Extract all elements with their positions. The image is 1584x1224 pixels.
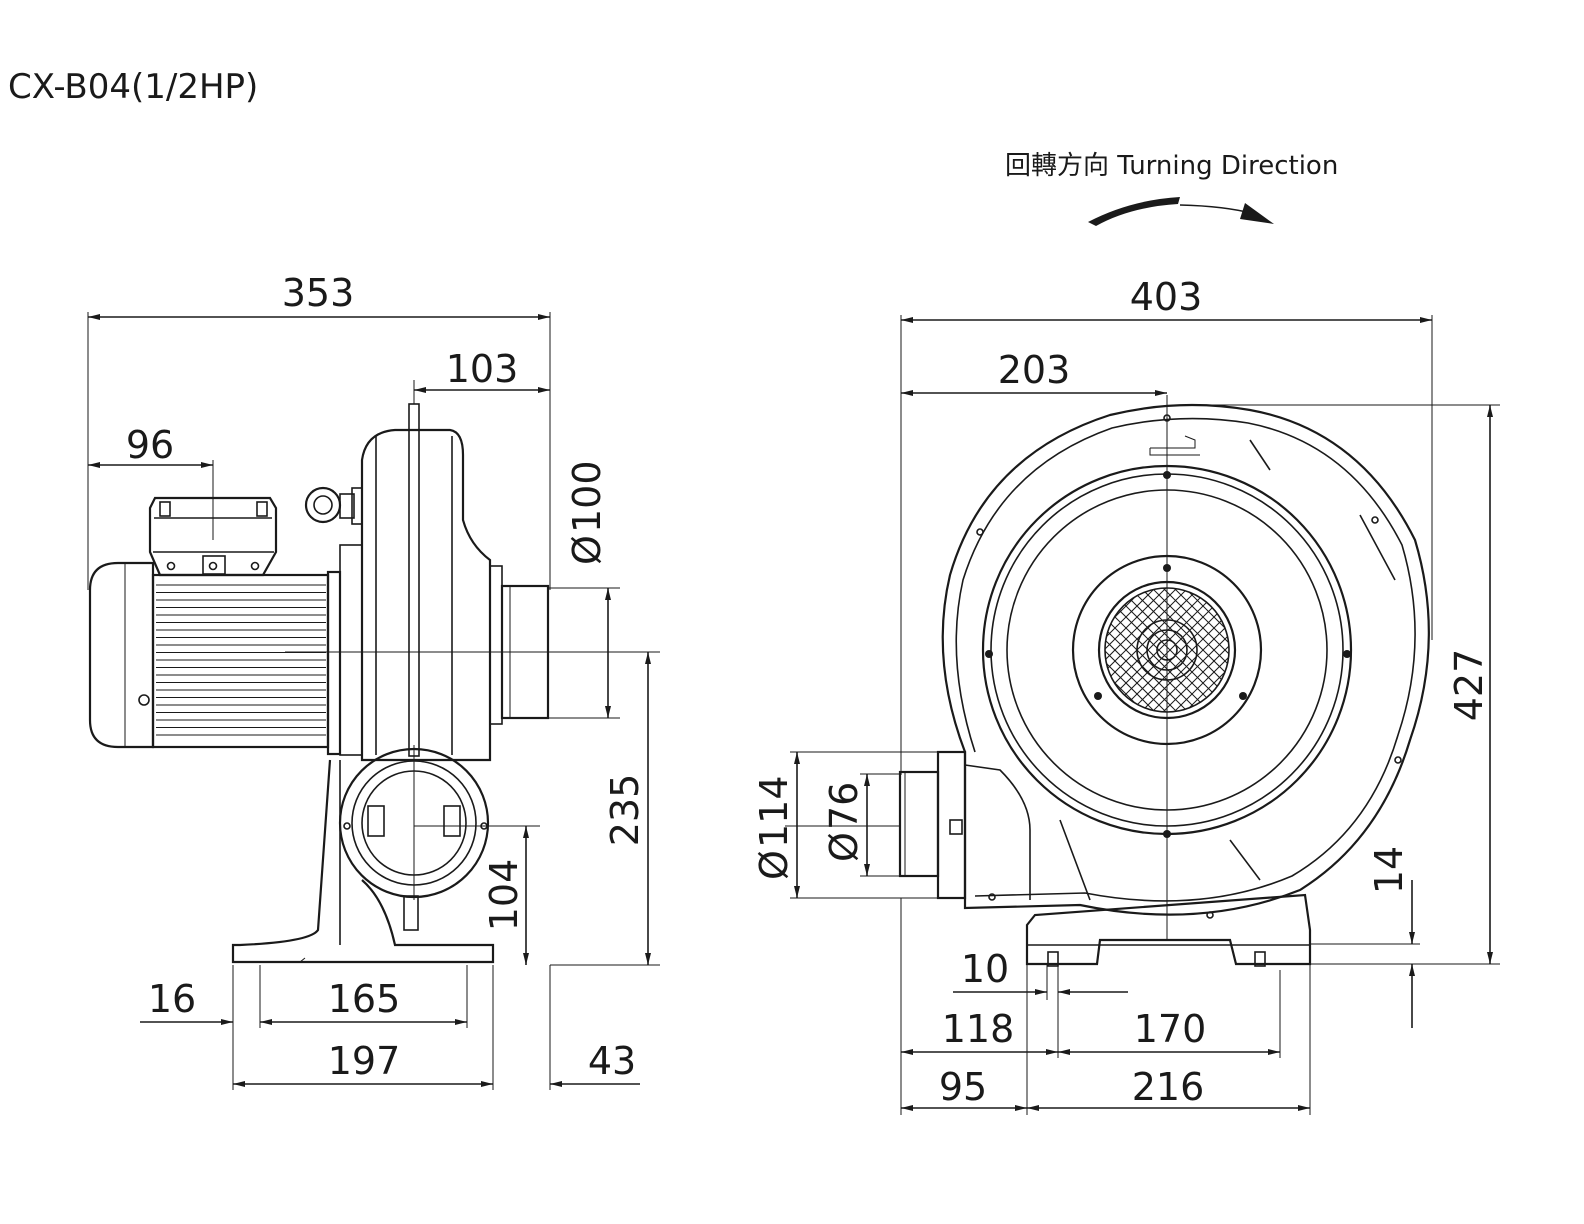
dim-half-width: 203 bbox=[998, 348, 1071, 392]
dim-base-width: 197 bbox=[328, 1039, 401, 1083]
dim-outlet-diameter-symbol: Ø bbox=[565, 535, 609, 565]
dim-side-offset: 118 bbox=[942, 1007, 1015, 1051]
dim-foot-height: 14 bbox=[1367, 846, 1411, 894]
front-view bbox=[785, 395, 1430, 967]
dim-motor-box-offset: 96 bbox=[126, 423, 174, 467]
rotation-arrow-icon bbox=[1088, 197, 1274, 226]
dim-inlet-diameter-symbol: Ø bbox=[822, 832, 866, 862]
side-view-dimensions: 353 103 96 Ø 100 235 104 bbox=[87, 271, 660, 1090]
dim-inlet-diameter: 76 bbox=[822, 782, 866, 830]
dim-base-length: 216 bbox=[1132, 1065, 1205, 1109]
dim-base-edge: 16 bbox=[148, 977, 196, 1021]
dim-mount-spacing: 165 bbox=[328, 977, 401, 1021]
dim-outlet-offset: 103 bbox=[446, 347, 519, 391]
dim-outlet-diameter: 100 bbox=[565, 460, 609, 533]
rotation-label: 回轉方向 Turning Direction bbox=[1005, 151, 1338, 181]
dim-overall-height: 427 bbox=[1447, 649, 1491, 722]
side-view bbox=[88, 403, 660, 964]
dim-overall-width: 403 bbox=[1130, 275, 1203, 319]
motor-label-icon bbox=[138, 694, 150, 706]
dim-mount-length: 170 bbox=[1134, 1007, 1207, 1051]
dim-overall-length: 353 bbox=[282, 271, 355, 315]
dim-flange-diameter: 114 bbox=[752, 775, 796, 848]
dim-foot-offset: 95 bbox=[939, 1065, 987, 1109]
dim-flange-diameter-symbol: Ø bbox=[752, 850, 796, 880]
model-title: CX-B04(1/2HP) bbox=[8, 67, 258, 107]
motor-cooling-fins bbox=[156, 584, 326, 736]
lifting-eye-icon bbox=[304, 486, 342, 524]
dim-inlet-height: 104 bbox=[482, 859, 526, 932]
dim-outlet-overhang: 43 bbox=[588, 1039, 636, 1083]
dim-center-height: 235 bbox=[603, 774, 647, 847]
dim-hole-diameter: 10 bbox=[961, 947, 1009, 991]
front-view-dimensions: 403 203 427 14 Ø 114 Ø 76 bbox=[752, 275, 1500, 1115]
